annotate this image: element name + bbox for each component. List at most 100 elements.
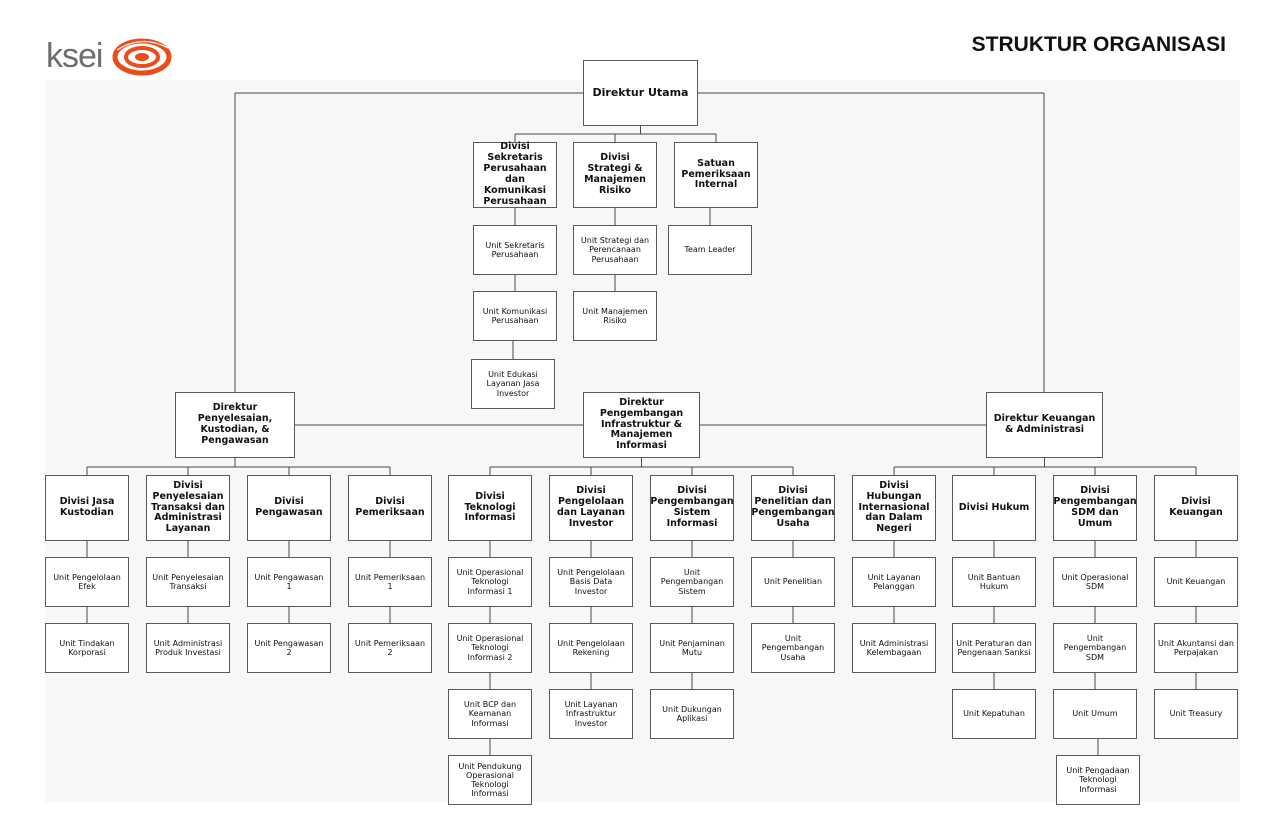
org-box-u-opti2: Unit Operasional Teknologi Informasi 2	[448, 623, 532, 673]
org-box-u-tindakan: Unit Tindakan Korporasi	[45, 623, 129, 673]
org-box-u-pengawasan2: Unit Pengawasan 2	[247, 623, 331, 673]
org-box-label: Unit Pengembangan Sistem	[660, 568, 724, 596]
org-box-label: Unit Dukungan Aplikasi	[662, 704, 722, 723]
org-box-label: Team Leader	[684, 245, 736, 255]
org-box-label: Unit Operasional SDM	[1061, 572, 1129, 591]
org-box-dir-ka: Direktur Keuangan & Administrasi	[986, 392, 1103, 458]
logo-text: ksei	[46, 37, 103, 75]
org-box-label: Divisi Sekretaris Perusahaan dan Komunik…	[483, 141, 547, 207]
logo-ring-icon	[112, 38, 172, 76]
org-box-u-opti1: Unit Operasional Teknologi Informasi 1	[448, 557, 532, 607]
org-box-u-dukungan: Unit Dukungan Aplikasi	[650, 689, 734, 739]
org-box-label: Divisi Jasa Kustodian	[59, 496, 115, 518]
org-box-label: Unit Pengembangan SDM	[1063, 634, 1127, 662]
org-box-label: Unit Administrasi Produk Investasi	[153, 638, 223, 657]
org-box-dir-utama: Direktur Utama	[583, 60, 698, 126]
org-box-div-strategi: Divisi Strategi & Manajemen Risiko	[573, 142, 657, 208]
org-box-label: Divisi Pengembangan SDM dan Umum	[1053, 485, 1137, 529]
org-box-label: Direktur Pengembangan Infrastruktur & Ma…	[599, 396, 684, 452]
org-box-div-sekper: Divisi Sekretaris Perusahaan dan Komunik…	[473, 141, 557, 208]
org-box-u-peng-sdm: Unit Pengembangan SDM	[1053, 623, 1137, 673]
org-box-label: Divisi Hukum	[958, 501, 1030, 513]
org-box-div-ti: Divisi Teknologi Informasi	[448, 475, 532, 541]
org-box-label: Direktur Utama	[592, 85, 689, 99]
org-box-label: Direktur Keuangan & Administrasi	[993, 413, 1096, 435]
org-box-u-komunikasi: Unit Komunikasi Perusahaan	[473, 291, 557, 341]
org-box-u-rekening: Unit Pengelolaan Rekening	[549, 623, 633, 673]
org-box-u-pemeriksaan2: Unit Pemeriksaan 2	[348, 623, 432, 673]
org-box-label: Unit Pengelolaan Rekening	[557, 638, 625, 657]
org-box-u-peng-sistem: Unit Pengembangan Sistem	[650, 557, 734, 607]
org-box-u-treasury: Unit Treasury	[1154, 689, 1238, 739]
org-box-label: Unit Sekretaris Perusahaan	[485, 240, 545, 259]
org-box-u-manrisk: Unit Manajemen Risiko	[573, 291, 657, 341]
org-box-div-pemeriksaan: Divisi Pemeriksaan	[348, 475, 432, 541]
org-box-div-psi: Divisi Pengembangan Sistem Informasi	[650, 475, 734, 541]
org-box-u-strategi: Unit Strategi dan Perencanaan Perusahaan	[573, 225, 657, 275]
org-box-label: Unit Treasury	[1169, 709, 1223, 719]
org-box-label: Unit Pendukung Operasional Teknologi Inf…	[458, 761, 522, 799]
org-box-u-pengadaan: Unit Pengadaan Teknologi Informasi	[1056, 755, 1140, 805]
connector-lines	[86, 92, 1197, 755]
org-box-label: Unit Layanan Pelanggan	[867, 572, 921, 591]
org-box-div-sdm: Divisi Pengembangan SDM dan Umum	[1053, 475, 1137, 541]
org-box-label: Unit Pemeriksaan 1	[354, 572, 426, 591]
org-box-label: Unit Pengelolaan Basis Data Investor	[557, 568, 625, 596]
org-box-u-edukasi: Unit Edukasi Layanan Jasa Investor	[471, 359, 555, 409]
org-box-div-hukum: Divisi Hukum	[952, 475, 1036, 541]
org-box-label: Unit Operasional Teknologi Informasi 2	[456, 634, 524, 662]
org-box-div-ppu: Divisi Penelitian dan Pengembangan Usaha	[751, 475, 835, 541]
org-box-label: Unit Umum	[1072, 709, 1118, 719]
org-box-label: Unit Komunikasi Perusahaan	[482, 306, 548, 325]
org-box-label: Unit Bantuan Hukum	[967, 572, 1021, 591]
org-box-spi: Satuan Pemeriksaan Internal	[674, 142, 758, 208]
org-box-u-mutu: Unit Penjaminan Mutu	[650, 623, 734, 673]
org-box-label: Unit Tindakan Korporasi	[59, 638, 115, 657]
org-box-label: Unit Penyelesaian Transaksi	[152, 572, 224, 591]
org-box-label: Satuan Pemeriksaan Internal	[681, 157, 751, 191]
org-box-dir-pim: Direktur Pengembangan Infrastruktur & Ma…	[583, 392, 700, 458]
org-box-label: Divisi Pengelolaan dan Layanan Investor	[557, 485, 625, 529]
org-box-u-bcp: Unit BCP dan Keamanan Informasi	[448, 689, 532, 739]
org-box-div-pli: Divisi Pengelolaan dan Layanan Investor	[549, 475, 633, 541]
org-box-dir-pkp: Direktur Penyelesaian, Kustodian, & Peng…	[175, 392, 295, 458]
org-box-label: Divisi Penelitian dan Pengembangan Usaha	[751, 485, 835, 529]
org-box-u-kelembagaan: Unit Administrasi Kelembagaan	[852, 623, 936, 673]
org-box-div-hub: Divisi Hubungan Internasional dan Dalam …	[852, 475, 936, 541]
org-box-u-adm-produk: Unit Administrasi Produk Investasi	[146, 623, 230, 673]
org-box-label: Unit Strategi dan Perencanaan Perusahaan	[580, 236, 650, 264]
org-box-label: Divisi Penyelesaian Transaksi dan Admini…	[151, 479, 225, 535]
org-box-label: Unit Pengembangan Usaha	[761, 634, 825, 662]
ksei-logo: ksei	[46, 36, 176, 78]
org-box-label: Divisi Pengawasan	[255, 496, 323, 518]
org-box-label: Unit Keuangan	[1166, 577, 1226, 587]
org-box-label: Unit Manajemen Risiko	[582, 306, 648, 325]
org-box-label: Unit Edukasi Layanan Jasa Investor	[486, 370, 540, 398]
org-box-label: Divisi Keuangan	[1169, 496, 1223, 518]
org-box-label: Divisi Pengembangan Sistem Informasi	[650, 485, 734, 529]
org-box-u-pendukung: Unit Pendukung Operasional Teknologi Inf…	[448, 755, 532, 805]
org-box-label: Unit Pengadaan Teknologi Informasi	[1066, 766, 1130, 794]
org-box-label: Divisi Teknologi Informasi	[464, 490, 516, 524]
org-box-u-pemeriksaan1: Unit Pemeriksaan 1	[348, 557, 432, 607]
org-box-label: Unit Pengawasan 1	[254, 572, 324, 591]
org-box-label: Unit Pengelolaan Efek	[53, 572, 121, 591]
org-box-u-op-sdm: Unit Operasional SDM	[1053, 557, 1137, 607]
org-box-label: Divisi Strategi & Manajemen Risiko	[584, 152, 646, 196]
org-box-label: Unit Akuntansi dan Perpajakan	[1158, 638, 1234, 657]
org-box-u-penyelesaian: Unit Penyelesaian Transaksi	[146, 557, 230, 607]
org-box-u-pelanggan: Unit Layanan Pelanggan	[852, 557, 936, 607]
org-box-u-sekper: Unit Sekretaris Perusahaan	[473, 225, 557, 275]
org-box-label: Direktur Penyelesaian, Kustodian, & Peng…	[197, 402, 273, 446]
org-box-div-jasa: Divisi Jasa Kustodian	[45, 475, 129, 541]
org-box-u-pengelolaan-efek: Unit Pengelolaan Efek	[45, 557, 129, 607]
org-box-u-peraturan: Unit Peraturan dan Pengenaan Sanksi	[952, 623, 1036, 673]
org-box-div-penyelesaian: Divisi Penyelesaian Transaksi dan Admini…	[146, 475, 230, 541]
org-box-u-pengawasan1: Unit Pengawasan 1	[247, 557, 331, 607]
org-box-u-peng-usaha: Unit Pengembangan Usaha	[751, 623, 835, 673]
page-title: STRUKTUR ORGANISASI	[971, 33, 1226, 56]
org-box-label: Unit Pengawasan 2	[254, 638, 324, 657]
org-box-div-pengawasan: Divisi Pengawasan	[247, 475, 331, 541]
org-box-label: Divisi Hubungan Internasional dan Dalam …	[858, 479, 930, 535]
